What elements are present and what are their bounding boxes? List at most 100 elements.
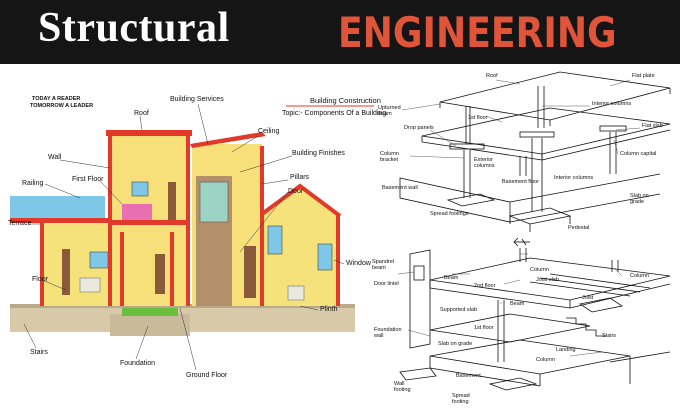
stair-steps bbox=[566, 317, 606, 337]
frame-label-column-bracket: Column bracket bbox=[380, 151, 399, 163]
frame-label-door-lintel: Door lintel bbox=[374, 281, 399, 287]
watermark-line1: TODAY A READER bbox=[32, 96, 81, 102]
left-window bbox=[89, 251, 109, 269]
foundation-block bbox=[110, 314, 190, 336]
label-pillars: Pillars bbox=[290, 174, 310, 181]
banner-left-panel bbox=[0, 0, 320, 64]
upper-door bbox=[168, 182, 176, 220]
wing-window bbox=[317, 243, 333, 271]
frame-label-beam-2: Beam bbox=[510, 301, 525, 307]
frame-label-column: Column bbox=[530, 267, 549, 273]
label-foundation: Foundation bbox=[120, 360, 156, 367]
frame-label-foundation-wall: Foundation wall bbox=[374, 327, 402, 339]
wing-sofa bbox=[287, 285, 305, 301]
bed bbox=[122, 204, 152, 220]
terrace-slab bbox=[10, 218, 110, 223]
frame-label-interior-columns-2: Interior columns bbox=[554, 175, 594, 181]
label-floor: Floor bbox=[32, 276, 48, 283]
second-floor-slab bbox=[429, 257, 671, 301]
frame-label-roof: Roof bbox=[486, 73, 498, 79]
frame-label-stairs: Stairs bbox=[602, 333, 617, 339]
frame-label-wall-footing: Wall footing bbox=[394, 381, 411, 393]
upper-window bbox=[131, 181, 149, 197]
ground-pillar-1 bbox=[120, 232, 124, 306]
frame-label-column-3: Column bbox=[536, 357, 555, 363]
wing-glass bbox=[267, 225, 283, 255]
house-illustration bbox=[10, 103, 374, 371]
frame-label-interior-columns: Interior columns bbox=[592, 101, 632, 107]
frame-label-pedestal: Pedestal bbox=[568, 225, 590, 231]
right-wing-roof bbox=[260, 183, 342, 218]
left-door bbox=[62, 249, 70, 295]
flat-slab-frame-diagram: Roof Flat plate Upturned beam Interior c… bbox=[370, 66, 680, 244]
sofa bbox=[79, 277, 101, 293]
label-terrace: Terrace bbox=[8, 220, 32, 227]
frame-label-basement: Basement bbox=[456, 373, 481, 379]
frame-label-spandrel-beam: Spandrel beam bbox=[372, 259, 395, 271]
frame-label-joist-slab: Joist slab bbox=[536, 277, 559, 283]
frame-label-basement-wall: Basement wall bbox=[382, 185, 418, 191]
frame-label-first-floor: 1st floor bbox=[474, 325, 494, 331]
label-stairs: Stairs bbox=[30, 349, 48, 356]
label-building-services: Building Services bbox=[170, 96, 224, 103]
frame-label-first-floor: 1st floor bbox=[468, 115, 488, 121]
frame-label-drop-panels: Drop panels bbox=[404, 125, 434, 131]
flat-slab-illustration bbox=[399, 71, 671, 232]
beam-joist-frame-diagram: Spandrel beam Door lintel Beam Column Co… bbox=[370, 244, 680, 411]
header-banner: Structural ENGINEERING bbox=[0, 0, 680, 64]
frame-label-joist: Joist bbox=[582, 295, 594, 301]
pointer-lines bbox=[23, 103, 345, 371]
frame-bottom-pointers bbox=[397, 253, 623, 357]
label-window: Window bbox=[346, 260, 371, 267]
label-first-floor: First Floor bbox=[72, 176, 104, 183]
label-railing: Railing bbox=[22, 180, 44, 187]
frame-label-exterior-columns: Exterior columns bbox=[474, 157, 495, 169]
right-wall bbox=[260, 146, 264, 306]
central-roof bbox=[106, 130, 192, 136]
frame-label-flat-slab: Flat slab bbox=[642, 123, 663, 129]
first-floor-slab bbox=[108, 220, 190, 225]
frame-label-spread-footings: Spread footings bbox=[430, 211, 469, 217]
right-door bbox=[244, 246, 256, 298]
watermark-line2: TOMORROW A LEADER bbox=[30, 103, 94, 109]
frame-label-supported-slab: Supported slab bbox=[440, 307, 477, 313]
frame-label-column-2: Column bbox=[630, 273, 649, 279]
banner-right-panel bbox=[320, 0, 680, 64]
label-building-finishes: Building Finishes bbox=[292, 150, 345, 157]
landing bbox=[578, 297, 624, 313]
house-components-diagram: TODAY A READER TOMORROW A LEADER Buildin… bbox=[0, 64, 386, 411]
spread-footing-1 bbox=[446, 193, 496, 207]
beam-joist-illustration bbox=[397, 248, 671, 391]
label-ceiling: Ceiling bbox=[258, 128, 280, 135]
frame-label-slab-on-grade: Slab on grade bbox=[438, 341, 473, 347]
ground-pillar-2 bbox=[170, 232, 174, 306]
section-arrow-icon bbox=[513, 237, 530, 247]
drop-panel-1 bbox=[449, 143, 485, 150]
right-roof bbox=[190, 132, 266, 148]
title-engineering: ENGINEERING bbox=[338, 8, 617, 57]
label-wall: Wall bbox=[48, 154, 62, 161]
door-lintel-opening bbox=[413, 265, 425, 281]
drop-panel-3 bbox=[599, 125, 627, 132]
first-floor-slab bbox=[421, 107, 671, 155]
frame-label-column-capital: Column capital bbox=[620, 151, 657, 157]
drop-panel-2 bbox=[519, 131, 555, 138]
frame-label-basement-floor: Basement floor bbox=[502, 179, 539, 185]
title-structural: Structural bbox=[38, 5, 230, 51]
frame-top-pointers bbox=[401, 79, 641, 159]
frame-label-beam: Beam bbox=[444, 275, 459, 281]
wall-footing bbox=[399, 367, 437, 381]
frame-label-slab-on-grade: Slab on grade bbox=[630, 193, 649, 205]
spandrel-wall bbox=[409, 249, 431, 349]
frame-label-upturned-beam: Upturned beam bbox=[378, 105, 401, 117]
topic-heading: Topic:- Components Of a Building bbox=[282, 110, 387, 117]
frame-label-landing: Landing bbox=[556, 347, 576, 353]
label-roof: Roof bbox=[134, 110, 149, 117]
label-plinth: Plinth bbox=[320, 306, 338, 313]
grass-strip bbox=[122, 308, 178, 316]
frame-label-flat-plate: Flat plate bbox=[632, 73, 655, 79]
ground-door bbox=[155, 254, 165, 294]
label-ground-floor: Ground Floor bbox=[186, 372, 228, 379]
frame-label-spread-footing: Spread footing bbox=[452, 393, 470, 405]
label-door: Door bbox=[288, 188, 304, 195]
